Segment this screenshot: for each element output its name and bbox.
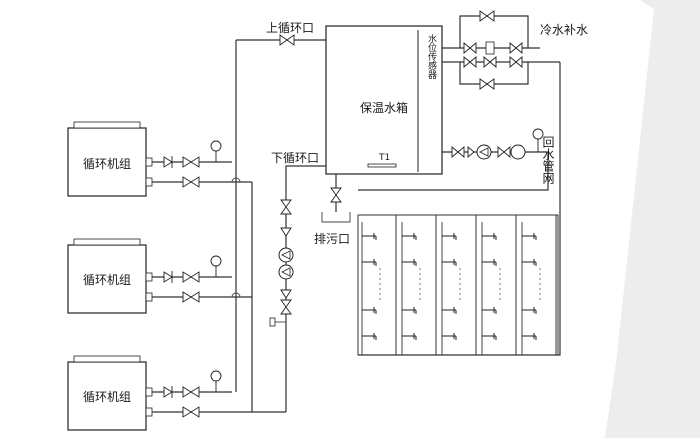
distribution-grid bbox=[357, 214, 559, 356]
upper-loop: 上循环口 bbox=[236, 21, 326, 46]
tank-label: 保温水箱 bbox=[360, 100, 408, 115]
tank-tag: T1 bbox=[378, 153, 390, 163]
gate-valve-icon bbox=[182, 176, 200, 188]
unit-piping bbox=[152, 40, 286, 413]
check-valve-icon bbox=[467, 146, 475, 158]
unit-valves bbox=[163, 140, 222, 418]
gate-valve-icon bbox=[509, 42, 523, 54]
gate-valve-icon bbox=[479, 78, 495, 90]
gate-valve-icon bbox=[463, 56, 477, 68]
gauge-icon bbox=[210, 140, 222, 162]
circulation-unit-1: 循环机组 bbox=[67, 121, 153, 197]
faucet-icon bbox=[362, 233, 377, 240]
faucet-icon bbox=[362, 307, 377, 314]
check-valve-icon bbox=[280, 289, 292, 299]
faucet-icon bbox=[522, 233, 537, 240]
unit-top-fan bbox=[73, 121, 141, 129]
faucet-icon bbox=[482, 307, 497, 314]
faucet-icon bbox=[482, 333, 497, 340]
gate-valve-icon bbox=[182, 406, 200, 418]
gate-valve-icon bbox=[479, 10, 495, 22]
check-valve-icon bbox=[163, 386, 173, 398]
faucet-icon bbox=[362, 259, 377, 266]
lower-loop-label: 下循环口 bbox=[271, 151, 319, 165]
faucet-icon bbox=[402, 307, 417, 314]
faucet-icon bbox=[482, 259, 497, 266]
gate-valve-icon bbox=[280, 199, 292, 215]
gauge-icon bbox=[210, 370, 222, 392]
drain: 排污口 bbox=[314, 174, 351, 246]
branch-column bbox=[521, 215, 557, 355]
check-valve-icon bbox=[163, 271, 173, 283]
faucet-icon bbox=[402, 259, 417, 266]
faucet-icon bbox=[482, 233, 497, 240]
cold-water-label: 冷水补水 bbox=[540, 23, 588, 37]
gate-valve-icon bbox=[182, 271, 200, 283]
gate-valve-icon bbox=[463, 42, 477, 54]
faucet-icon bbox=[402, 233, 417, 240]
level-sensor-label: 水位传感器 bbox=[426, 33, 437, 79]
gate-valve-icon bbox=[483, 56, 497, 68]
gate-valve-icon bbox=[182, 386, 200, 398]
gate-valve-icon bbox=[451, 146, 465, 158]
unit-box bbox=[67, 244, 147, 314]
unit-label: 循环机组 bbox=[83, 273, 131, 287]
drain-label: 排污口 bbox=[314, 232, 350, 246]
sensor-icon bbox=[269, 317, 276, 327]
branch-column bbox=[441, 215, 477, 355]
faucet-icon bbox=[522, 333, 537, 340]
faucet-icon bbox=[442, 307, 457, 314]
unit-label: 循环机组 bbox=[83, 157, 131, 171]
gate-valve-icon bbox=[280, 299, 292, 315]
gate-valve-icon bbox=[279, 34, 295, 46]
unit-top-fan bbox=[73, 238, 141, 246]
return-label: 回水管网 bbox=[541, 136, 555, 184]
gate-valve-icon bbox=[330, 187, 342, 203]
cold-water-makeup: 冷水补水 bbox=[358, 10, 588, 356]
gauge-icon bbox=[210, 255, 222, 277]
branch-column bbox=[361, 215, 397, 355]
return-loop: 回水管网 bbox=[358, 128, 555, 191]
faucet-icon bbox=[442, 233, 457, 240]
faucet-icon bbox=[442, 259, 457, 266]
lower-loop: 下循环口 bbox=[269, 151, 326, 412]
branch-column bbox=[401, 215, 437, 355]
check-valve-icon bbox=[163, 156, 173, 168]
gate-valve-icon bbox=[509, 56, 523, 68]
faucet-icon bbox=[522, 307, 537, 314]
background-shade-right bbox=[608, 0, 700, 438]
upper-loop-label: 上循环口 bbox=[266, 21, 314, 35]
insulated-tank: 保温水箱 水位传感器 T1 bbox=[325, 25, 443, 175]
check-valve-icon bbox=[280, 227, 292, 237]
tank-box bbox=[325, 25, 443, 175]
solenoid-valve-icon bbox=[485, 41, 495, 55]
gate-valve-icon bbox=[182, 156, 200, 168]
unit-top-fan bbox=[73, 355, 141, 363]
faucet-icon bbox=[522, 259, 537, 266]
gate-valve-icon bbox=[497, 146, 511, 158]
pump-icon bbox=[510, 144, 526, 160]
heater-element bbox=[367, 163, 397, 168]
faucet-icon bbox=[442, 333, 457, 340]
faucet-icon bbox=[362, 333, 377, 340]
circulation-unit-3: 循环机组 bbox=[67, 355, 153, 431]
unit-label: 循环机组 bbox=[83, 390, 131, 404]
gate-valve-icon bbox=[182, 291, 200, 303]
circulation-unit-2: 循环机组 bbox=[67, 238, 153, 314]
faucet-icon bbox=[402, 333, 417, 340]
branch-column bbox=[481, 215, 517, 355]
